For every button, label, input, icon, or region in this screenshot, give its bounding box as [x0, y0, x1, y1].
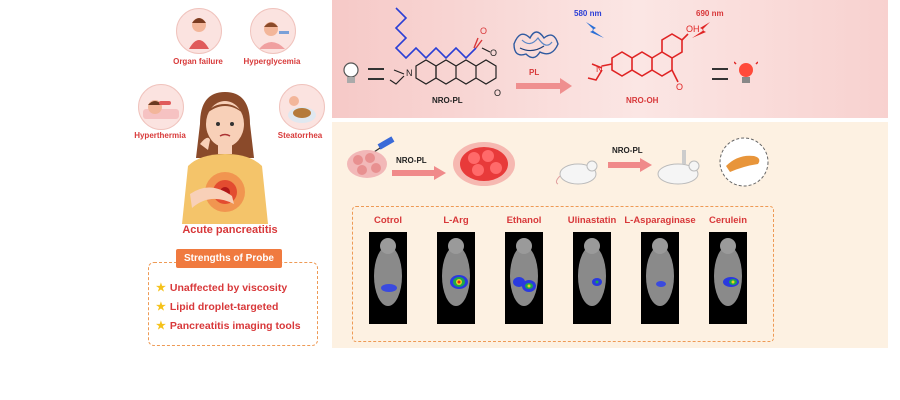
lightbulb-off-icon	[342, 62, 360, 91]
svg-text:O: O	[676, 82, 683, 92]
mouse-image	[573, 232, 611, 324]
equals-sign-icon	[368, 68, 384, 80]
lightning-blue-icon	[584, 20, 606, 45]
svg-text:N: N	[406, 68, 413, 78]
svg-text:O: O	[494, 88, 501, 98]
cells-after-icon	[452, 140, 516, 193]
group-label: Ethanol	[506, 215, 542, 226]
nro-oh-structure: OH N O	[582, 20, 702, 102]
star-icon: ★	[156, 282, 166, 294]
hyperthermia-label: Hyperthermia	[134, 131, 186, 140]
strengths-title: Strengths of Probe	[176, 249, 282, 268]
mouse-probe-label: NRO-PL	[612, 146, 643, 155]
steatorrhea-circle	[279, 84, 325, 130]
star-icon: ★	[156, 320, 166, 332]
excitation-690-label: 690 nm	[696, 9, 724, 18]
strength-item: ★Pancreatitis imaging tools	[156, 320, 301, 332]
mouse-before-icon	[554, 156, 602, 191]
nro-oh-label: NRO-OH	[626, 96, 659, 105]
organ-failure-circle	[176, 8, 222, 54]
svg-text:O: O	[480, 26, 487, 36]
svg-text:OH: OH	[686, 24, 700, 34]
lightbulb-on-icon	[733, 58, 759, 93]
nro-pl-label: NRO-PL	[432, 96, 463, 105]
strength-item: ★Unaffected by viscosity	[156, 282, 288, 294]
hyperglycemia-circle	[250, 8, 296, 54]
cell-arrow	[392, 166, 446, 185]
mouse-image	[709, 232, 747, 324]
mouse-injected-icon	[652, 148, 708, 191]
cells-before-icon	[346, 148, 388, 185]
star-icon: ★	[156, 301, 166, 313]
equals-sign-icon	[712, 68, 728, 80]
patient-illustration	[170, 84, 280, 224]
hyperglycemia-label: Hyperglycemia	[243, 57, 301, 66]
group-label: Cotrol	[374, 215, 402, 226]
group-label: Cerulein	[708, 215, 747, 226]
mouse-image	[505, 232, 543, 324]
hyperthermia-circle	[138, 84, 184, 130]
mouse-image	[369, 232, 407, 324]
group-label: Ulinastatin	[567, 215, 617, 226]
mouse-imaging-box	[352, 206, 774, 342]
lightning-red-icon	[690, 20, 712, 45]
disease-label: Acute pancreatitis	[182, 224, 278, 236]
organ-failure-label: Organ failure	[173, 57, 223, 66]
nro-pl-structure: O O N O	[386, 4, 504, 104]
svg-text:N: N	[596, 64, 603, 74]
lipase-protein-icon	[508, 24, 564, 64]
group-label: L-Arg	[443, 215, 469, 226]
cell-probe-label: NRO-PL	[396, 156, 427, 165]
reaction-panel	[332, 0, 888, 118]
mouse-arrow	[608, 158, 652, 177]
pancreas-magnifier-icon	[714, 136, 772, 195]
reaction-arrow	[516, 78, 572, 99]
steatorrhea-label: Steatorrhea	[277, 131, 323, 140]
excitation-580-label: 580 nm	[574, 9, 602, 18]
svg-text:O: O	[490, 48, 497, 58]
strength-item: ★Lipid droplet-targeted	[156, 301, 279, 313]
group-label: L-Asparaginase	[624, 215, 696, 226]
mouse-image	[437, 232, 475, 324]
mouse-image	[641, 232, 679, 324]
enzyme-label: PL	[529, 68, 540, 77]
